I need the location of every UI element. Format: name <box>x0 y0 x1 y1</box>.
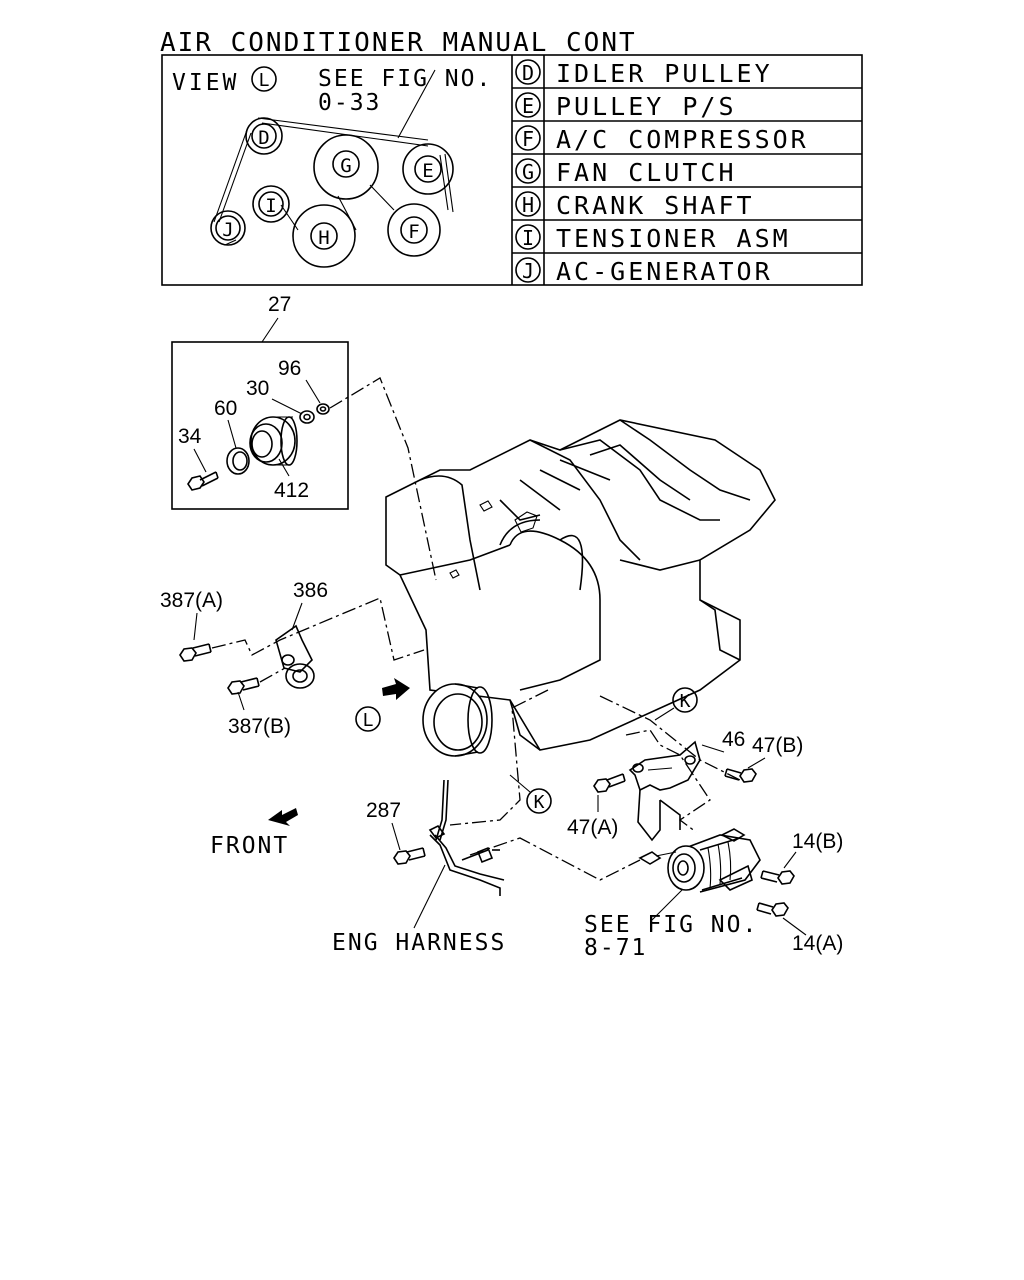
idler-subassembly-frame <box>171 341 349 510</box>
callout-386: 386 <box>293 579 328 602</box>
svg-text:G: G <box>340 155 351 177</box>
legend-row: I TENSIONER ASM <box>515 224 791 253</box>
svg-text:34: 34 <box>178 425 202 448</box>
callout-47b: 47(B) <box>752 734 803 757</box>
tensioner-assembly <box>275 624 315 689</box>
callout-14a: 14(A) <box>792 932 843 955</box>
diagram-title: AIR CONDITIONER MANUAL CONT <box>160 28 637 58</box>
legend-letter: E <box>522 94 534 118</box>
callout-387a: 387(A) <box>160 589 223 612</box>
callout-46: 46 <box>722 728 745 751</box>
view-direction-arrow <box>382 678 410 700</box>
pulley: D <box>245 117 283 155</box>
belt-routing-view: VIEW L SEE FIG NO. 0-33 D G <box>172 66 492 268</box>
svg-text:K: K <box>680 691 691 712</box>
eng-harness-label: ENG HARNESS <box>332 930 506 956</box>
legend-row: D IDLER PULLEY <box>515 59 773 88</box>
svg-text:60: 60 <box>214 397 237 420</box>
svg-text:412: 412 <box>274 479 309 502</box>
pulley: E <box>402 143 454 195</box>
svg-text:96: 96 <box>278 357 301 380</box>
bolt-387b <box>227 677 260 695</box>
svg-text:H: H <box>318 227 329 249</box>
idler-subassembly: 96 30 60 34 412 <box>178 357 330 502</box>
svg-text:I: I <box>265 195 276 217</box>
crank-pulley <box>422 683 493 757</box>
legend-letter: D <box>522 61 534 85</box>
legend-name: A/C COMPRESSOR <box>556 125 809 154</box>
legend-name: IDLER PULLEY <box>556 59 773 88</box>
bolt-287 <box>393 847 426 865</box>
svg-text:L: L <box>363 710 374 731</box>
svg-text:K: K <box>534 792 545 813</box>
legend-row: J AC-GENERATOR <box>515 257 773 286</box>
engine-block <box>385 419 776 751</box>
svg-text:J: J <box>222 219 233 241</box>
front-label: FRONT <box>210 833 289 859</box>
engine-harness-wiring <box>428 779 505 896</box>
k-marker-bottom: K <box>526 788 552 814</box>
callout-287: 287 <box>366 799 401 822</box>
view-letter: L <box>259 70 270 91</box>
legend-letter: H <box>522 193 534 217</box>
compressor-bracket <box>628 740 701 842</box>
pulley: I <box>252 185 290 223</box>
legend-row-dividers <box>512 87 862 254</box>
legend-name: CRANK SHAFT <box>556 191 755 220</box>
pulley: G <box>313 134 379 200</box>
svg-text:30: 30 <box>246 377 269 400</box>
bolt-387a <box>179 643 212 662</box>
legend-row: H CRANK SHAFT <box>515 191 755 220</box>
callout-27: 27 <box>268 293 291 316</box>
legend-letter: G <box>522 160 534 184</box>
bolt-14b <box>760 870 795 885</box>
legend-letter: I <box>522 226 534 250</box>
svg-text:D: D <box>258 127 269 149</box>
legend-row: F A/C COMPRESSOR <box>515 125 809 154</box>
bolt-14a <box>756 902 789 917</box>
pulley: H <box>292 204 356 268</box>
callout-14b: 14(B) <box>792 830 843 853</box>
callout-47a: 47(A) <box>567 816 618 839</box>
legend-name: AC-GENERATOR <box>556 257 773 286</box>
see-fig-871-line2: 8-71 <box>584 935 647 961</box>
legend-table: D IDLER PULLEY E PULLEY P/S F A/C COMPRE… <box>515 59 809 286</box>
svg-text:E: E <box>422 160 433 182</box>
bolt-47a <box>593 773 626 793</box>
callout-387b: 387(B) <box>228 715 291 738</box>
ac-compressor <box>638 828 761 893</box>
pulley: J <box>210 210 246 246</box>
legend-name: FAN CLUTCH <box>556 158 737 187</box>
bolt-47b <box>724 768 757 783</box>
see-fig-line2: 0-33 <box>318 90 381 116</box>
svg-text:F: F <box>408 221 419 243</box>
legend-row: G FAN CLUTCH <box>515 158 737 187</box>
legend-letter: J <box>522 259 534 283</box>
legend-row: E PULLEY P/S <box>515 92 737 121</box>
see-fig-871-line1: SEE FIG NO. <box>584 912 758 938</box>
legend-name: PULLEY P/S <box>556 92 737 121</box>
front-arrow-icon <box>268 808 298 826</box>
legend-name: TENSIONER ASM <box>556 224 791 253</box>
view-label: VIEW <box>172 70 239 96</box>
idler-pulley-part <box>249 416 298 466</box>
k-marker-top: K <box>672 687 698 713</box>
pulley: F <box>387 203 441 257</box>
view-l-marker: L <box>355 706 381 732</box>
see-fig-line1: SEE FIG NO. <box>318 66 492 92</box>
legend-letter: F <box>522 127 534 151</box>
